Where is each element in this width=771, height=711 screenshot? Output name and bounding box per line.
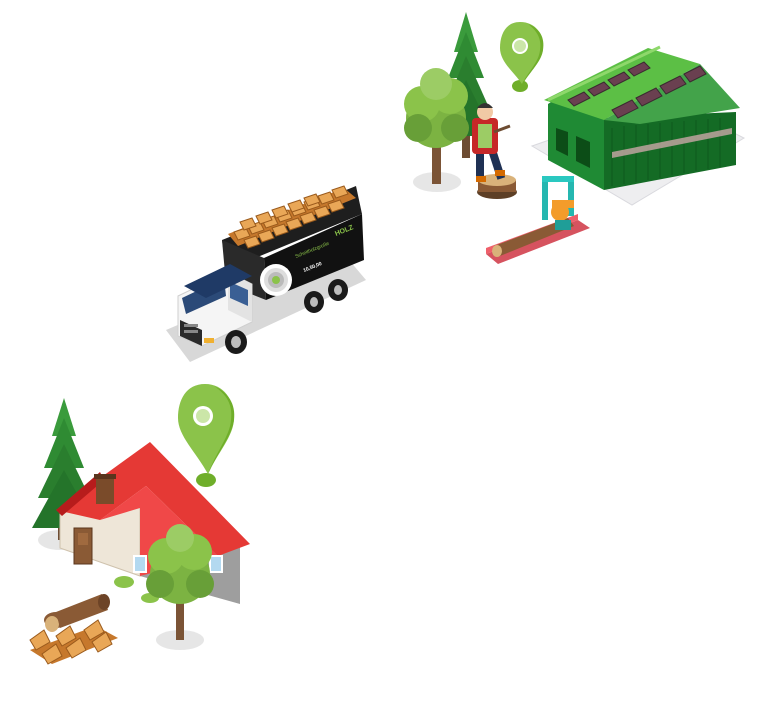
house-roof xyxy=(56,442,250,556)
truck-cab xyxy=(177,264,253,347)
location-marker-icon xyxy=(178,384,235,487)
chimney xyxy=(96,476,114,504)
lumberjack xyxy=(472,103,511,182)
tree-stump xyxy=(477,174,517,199)
sawmill-building xyxy=(544,45,740,190)
firewood-pile xyxy=(29,594,118,665)
delivery-truck: Scheitholzgroße 10,50,00 HOLZ xyxy=(166,185,366,362)
deciduous-tree xyxy=(404,68,469,192)
sawmill-scene xyxy=(404,12,746,264)
location-marker-icon xyxy=(500,22,544,92)
truck-wheels xyxy=(225,279,348,354)
house-scene xyxy=(29,384,250,665)
log-saw-machine xyxy=(486,176,590,264)
deciduous-tree-house xyxy=(146,524,214,650)
firewood-cargo xyxy=(228,185,356,249)
